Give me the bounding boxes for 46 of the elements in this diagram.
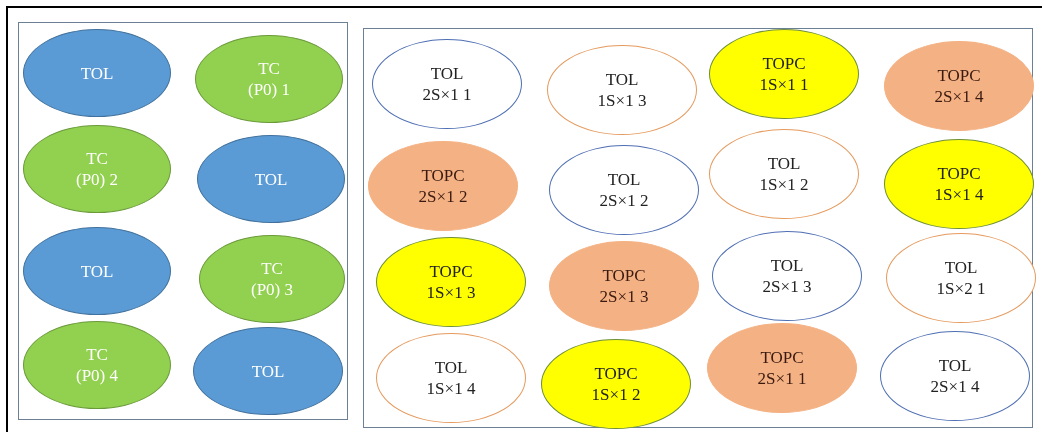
node-label: 2S×1 2 — [418, 186, 468, 207]
node-label: 2S×1 2 — [599, 190, 649, 211]
node-label: 1S×1 3 — [426, 282, 476, 303]
group-panel — [363, 28, 1033, 428]
node-label: 2S×1 4 — [930, 376, 980, 397]
node-label: TOPC — [429, 261, 473, 282]
node-label: TOL — [251, 360, 285, 382]
node-label: 1S×1 2 — [591, 384, 641, 405]
node-label: (P0) 1 — [248, 79, 290, 100]
node-label: TOL — [770, 255, 804, 276]
node-label: 2S×1 4 — [934, 86, 984, 107]
node-label: TOPC — [421, 165, 465, 186]
node-label: 1S×1 3 — [597, 90, 647, 111]
group-panel — [18, 22, 348, 420]
node-label: TOL — [254, 168, 288, 190]
node-label: TOPC — [937, 65, 981, 86]
node-label: 2S×1 3 — [599, 286, 649, 307]
node-label: (P0) 4 — [76, 365, 118, 386]
node-label: TOL — [607, 169, 641, 190]
node-label: (P0) 3 — [251, 279, 293, 300]
node-label: TOL — [605, 69, 639, 90]
node-label: 1S×2 1 — [936, 278, 986, 299]
node-label: TOPC — [760, 347, 804, 368]
node-label: TOL — [767, 153, 801, 174]
node-label: 1S×1 4 — [426, 378, 476, 399]
node-label: (P0) 2 — [76, 169, 118, 190]
node-label: TOPC — [594, 363, 638, 384]
node-label: TOPC — [762, 53, 806, 74]
node-label: TOL — [80, 62, 114, 84]
node-label: TOL — [944, 257, 978, 278]
node-label: 1S×1 2 — [759, 174, 809, 195]
node-label: TC — [258, 58, 280, 79]
node-label: TOL — [430, 63, 464, 84]
node-label: TOPC — [602, 265, 646, 286]
node-label: TOL — [80, 260, 114, 282]
node-label: TOL — [938, 355, 972, 376]
node-label: TC — [86, 344, 108, 365]
node-label: TC — [261, 258, 283, 279]
node-label: 2S×1 3 — [762, 276, 812, 297]
node-label: 2S×1 1 — [422, 84, 472, 105]
node-label: 2S×1 1 — [757, 368, 807, 389]
node-label: 1S×1 1 — [759, 74, 809, 95]
node-label: 1S×1 4 — [934, 184, 984, 205]
node-label: TC — [86, 148, 108, 169]
node-label: TOPC — [937, 163, 981, 184]
node-label: TOL — [434, 357, 468, 378]
